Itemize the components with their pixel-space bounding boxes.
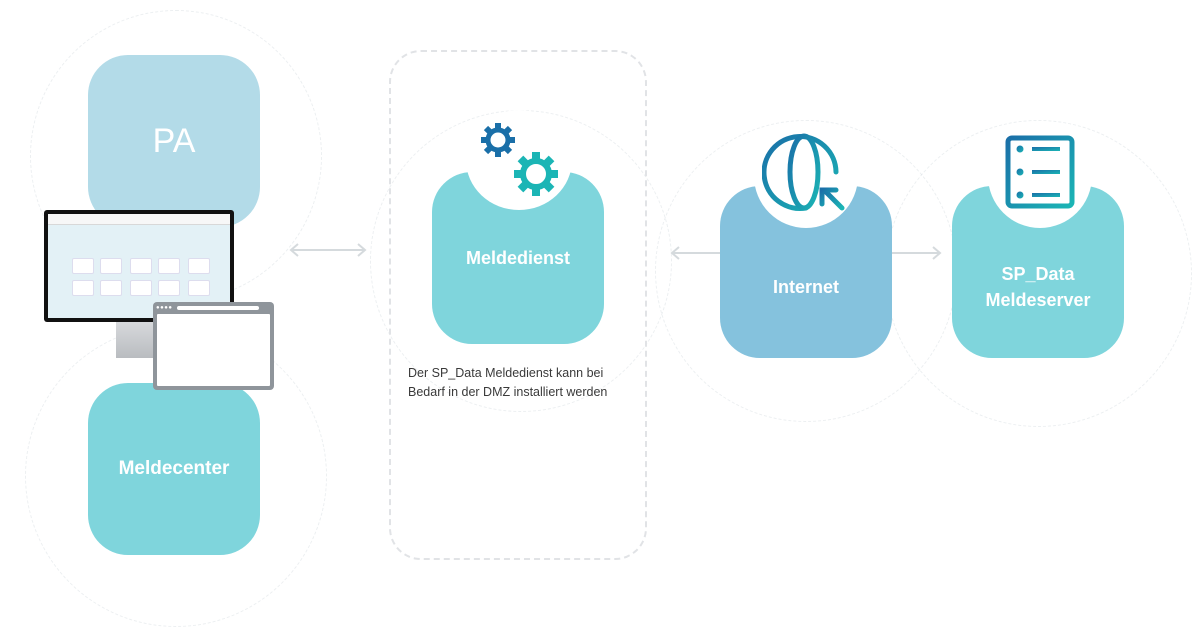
- window-dots: ●●●●: [156, 305, 173, 311]
- app-tile: [188, 280, 210, 296]
- dmz-container: [389, 50, 647, 560]
- server-icon: [1005, 135, 1075, 209]
- globe-icon: [762, 133, 845, 211]
- meldecenter-label: Meldecenter: [118, 458, 230, 479]
- app-tile: [100, 280, 122, 296]
- app-tile: [130, 280, 152, 296]
- browser-body: [157, 314, 270, 386]
- meldedienst-label: Meldedienst: [465, 247, 571, 268]
- app-tile: [188, 258, 210, 274]
- browser-urlbar: [177, 306, 259, 310]
- dmz-note: Der SP_Data Meldedienst kann bei Bedarf …: [408, 364, 638, 402]
- internet-label: Internet: [772, 276, 839, 297]
- meldecenter-node: Meldecenter: [88, 383, 260, 555]
- monitor-icon: [44, 210, 234, 322]
- meldeserver-label-line2: Meldeserver: [985, 290, 1091, 310]
- meldeserver-label-line1: SP_Data: [1001, 264, 1075, 284]
- app-tile: [158, 258, 180, 274]
- monitor-screen: [48, 214, 230, 318]
- app-toolbar: [48, 214, 230, 225]
- pa-label: PA: [152, 121, 196, 160]
- monitor-stand: [116, 322, 156, 358]
- dmz-note-line1: Der SP_Data Meldedienst kann bei: [408, 366, 604, 380]
- browser-window-icon: ●●●●: [153, 302, 274, 390]
- pa-node: PA: [88, 55, 260, 227]
- double-arrow-left: [289, 243, 367, 257]
- app-tile: [130, 258, 152, 274]
- dmz-note-line2: Bedarf in der DMZ installiert werden: [408, 385, 608, 399]
- gears-icon: [481, 123, 558, 196]
- app-tile: [72, 258, 94, 274]
- app-tile: [72, 280, 94, 296]
- app-tile: [158, 280, 180, 296]
- app-tile: [100, 258, 122, 274]
- server-badge: [988, 124, 1092, 228]
